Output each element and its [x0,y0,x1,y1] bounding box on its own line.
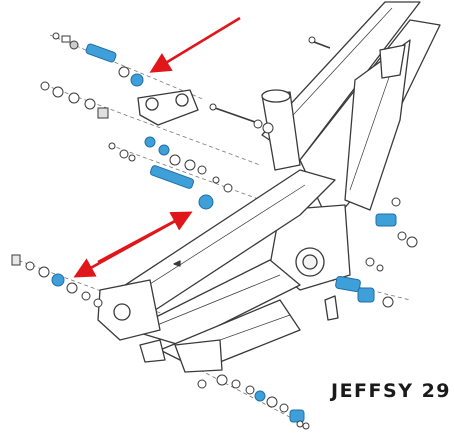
middle-axle [149,165,195,189]
highlighted-bearings [51,43,397,428]
bottom-axle [289,409,305,423]
pivot-axle [335,275,361,293]
chainstay [129,259,301,346]
hardware-parts [11,32,418,430]
top-axle [85,43,117,63]
cable-guide [324,295,339,321]
callout-arrows [73,16,241,278]
derailleur-hanger [139,339,166,363]
lower-left-bearing [51,273,65,287]
arrow-lower-left-dropout-bearing [73,212,189,278]
shock-mount [379,44,406,79]
shock-bushing [375,213,397,227]
lower-dropout [174,339,223,373]
diagram-title: JEFFSY 29 [331,380,452,402]
top-bearing [130,73,144,87]
middle-bearing [198,194,214,210]
frame-outline [97,1,441,373]
arrow-top-rocker-bearing [149,16,241,73]
